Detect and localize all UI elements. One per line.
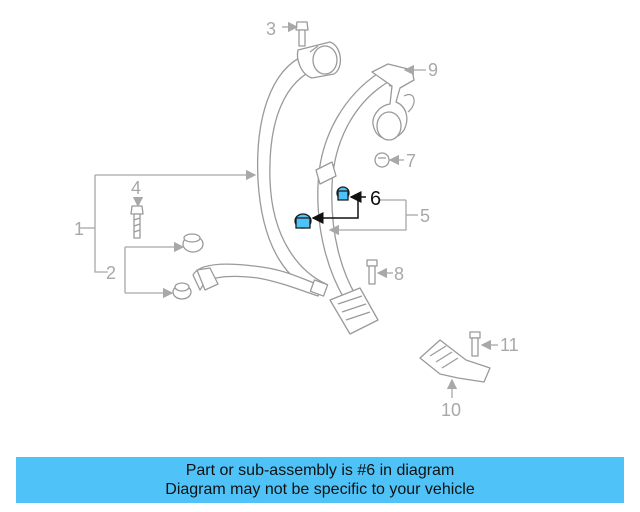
callout-1: 1 [74, 219, 84, 239]
bolt-part-3 [295, 21, 309, 47]
callout-6: 6 [370, 188, 381, 210]
callout-2: 2 [106, 263, 116, 283]
banner-line-2: Diagram may not be specific to your vehi… [165, 481, 475, 498]
callout-10: 10 [441, 400, 461, 420]
outer-seat-belt-assembly [192, 41, 341, 297]
part-info-banner: Part or sub-assembly is #6 in diagram Di… [16, 457, 624, 503]
bolt-part-11 [469, 331, 481, 357]
anchor-part-10 [419, 339, 491, 383]
cap-part-7 [374, 152, 390, 168]
cover-part-2 [172, 233, 204, 300]
leader-lines-part-6 [311, 191, 366, 224]
callout-9: 9 [428, 60, 438, 80]
callout-4: 4 [131, 178, 141, 198]
callout-3: 3 [266, 19, 276, 39]
callout-7: 7 [406, 151, 416, 171]
banner-line-1: Part or sub-assembly is #6 in diagram [185, 462, 455, 479]
callout-8: 8 [394, 264, 404, 284]
parts-diagram: 3 9 7 4 6 5 1 2 8 11 10 [74, 19, 519, 420]
leader-lines [80, 21, 498, 398]
highlighted-part-6[interactable] [294, 186, 350, 229]
bolt-part-8 [366, 259, 378, 285]
bolt-part-4 [130, 205, 144, 239]
callout-5: 5 [420, 206, 430, 226]
retractor-part-9 [371, 63, 415, 141]
callout-11: 11 [500, 335, 519, 355]
